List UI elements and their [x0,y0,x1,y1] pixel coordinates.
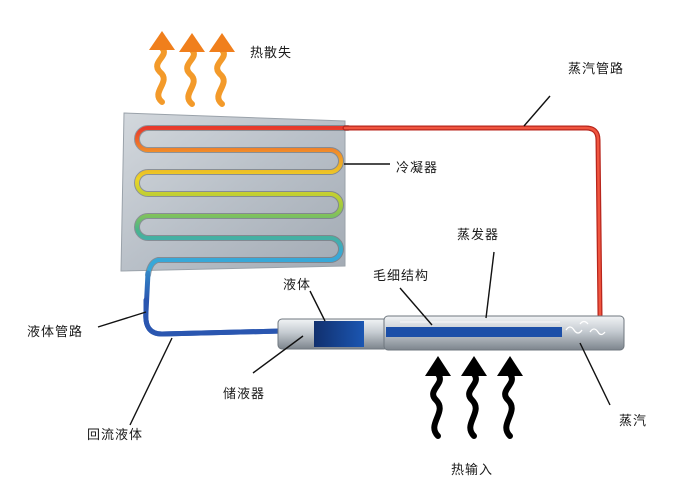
label-evaporator: 蒸发器 [457,228,500,243]
label-vapor-line: 蒸汽管路 [568,62,625,77]
reservoir [277,318,389,350]
liquid-line-pipe-lower [143,297,285,337]
leader-vapor-line [523,95,551,127]
heat-output-arrow-icon [209,33,235,107]
label-return-liquid: 回流液体 [87,428,144,443]
heat-output-arrow-icon [149,31,175,105]
label-heat-dissipation: 热散失 [250,46,293,61]
vapor-line-pipe [342,125,603,318]
label-condenser: 冷凝器 [396,161,439,176]
label-liquid: 液体 [283,278,312,293]
heat-input-arrow-icon [461,356,487,439]
condenser-serpentine-pipe-color [135,126,350,277]
vapor-bubbles [565,320,606,336]
label-vapor: 蒸汽 [619,414,648,429]
leader-return-liquid [129,337,173,426]
heat-input-arrow-icon [425,356,451,439]
label-reservoir: 储液器 [223,387,266,402]
leader-reservoir [252,335,304,374]
evaporator [383,315,625,351]
leader-lines [97,95,611,426]
vapor-line-pipe-highlight [343,126,602,317]
leader-vapor [579,342,611,406]
heat-input-arrow-icon [497,356,523,439]
label-heat-input: 热输入 [451,463,494,478]
heat-output-arrow-icon [179,33,205,107]
leader-liquid-line [97,311,147,328]
liquid-line-pipe [143,270,285,337]
leader-liquid [309,290,326,322]
label-liquid-line: 液体管路 [27,325,84,340]
leader-evaporator [485,251,495,319]
label-capillary-structure: 毛细结构 [373,269,430,284]
leader-capillary [399,287,433,326]
